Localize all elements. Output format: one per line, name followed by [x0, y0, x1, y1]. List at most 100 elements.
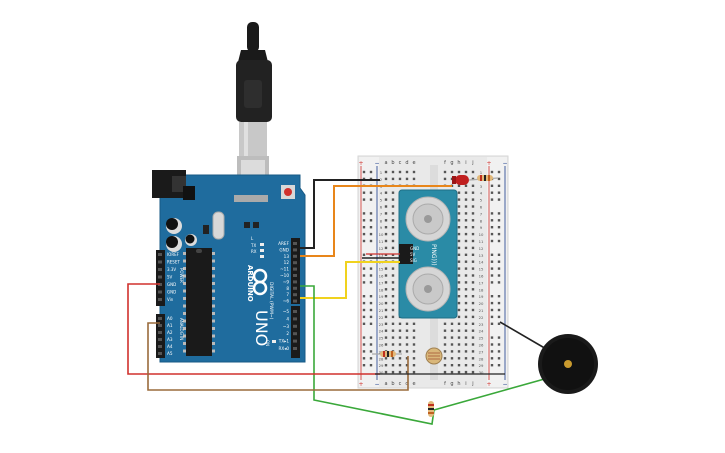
digital-pin-label: AREF	[278, 241, 289, 246]
column-letter: g	[450, 381, 453, 387]
row-number: 5	[480, 198, 483, 203]
analog-pin-label: A2	[167, 330, 173, 335]
row-number: 19	[479, 294, 484, 299]
rail-minus-label-top-right: −	[502, 160, 507, 167]
row-number: 23	[479, 322, 484, 327]
analog-pin-hole	[158, 331, 162, 334]
column-letter: d	[405, 381, 408, 387]
row-number: 11	[379, 239, 384, 244]
rail-plus-label-top-left: +	[358, 160, 363, 167]
power-pin-hole	[158, 260, 162, 264]
column-letter: e	[412, 381, 415, 387]
row-number: 9	[480, 225, 483, 230]
row-number: 8	[380, 218, 383, 223]
column-letter: g	[450, 160, 453, 166]
digital-pin-label: ~10	[280, 273, 289, 278]
row-number: 10	[479, 232, 484, 237]
digital-pin-hole	[293, 261, 297, 265]
digital-pin-hole	[293, 267, 297, 271]
digital-pin-label: 2	[286, 331, 289, 336]
digital-pin-hole	[293, 310, 297, 313]
brand-label: ARDUINO	[246, 265, 254, 302]
column-letter: a	[384, 160, 387, 166]
analog-pin-label: A5	[167, 351, 173, 356]
digital-pin-label: ~11	[280, 267, 289, 272]
row-number: 30	[379, 370, 384, 375]
row-number: 12	[479, 246, 484, 251]
analog-pin-label: A3	[167, 337, 173, 342]
row-number: 28	[479, 356, 484, 361]
digital-pin-hole	[293, 248, 297, 252]
digital-header-label: DIGITAL (PWM~)	[268, 282, 274, 320]
digital-pin-hole	[293, 324, 297, 328]
bottom-resistor	[372, 351, 402, 357]
digital-pin-hole	[293, 332, 297, 336]
digital-pin-label: 12	[284, 260, 290, 265]
piezo-buzzer	[538, 334, 598, 394]
power-pin-label: IOREF	[167, 252, 180, 257]
power-pin-hole	[158, 253, 162, 256]
wires	[127, 179, 549, 425]
row-number: 1	[480, 170, 483, 175]
row-number: 26	[379, 343, 384, 348]
column-letter: j	[471, 381, 473, 387]
column-letter: i	[465, 381, 466, 387]
photoresistor	[425, 347, 443, 365]
power-pin-hole	[158, 298, 162, 301]
row-number: 12	[379, 246, 384, 251]
usb-cable	[236, 22, 272, 198]
analog-pin-label: A1	[167, 323, 173, 328]
digital-pin-hole	[293, 317, 297, 321]
analog-pin-hole	[158, 317, 162, 320]
row-number: 18	[379, 287, 384, 292]
arduino-logo	[252, 268, 268, 296]
on-label: ON	[265, 340, 270, 346]
row-number: 2	[380, 177, 383, 182]
status-leds: TX RX L	[250, 236, 264, 258]
digital-pin-hole	[293, 280, 297, 284]
rail-minus-label-bottom-right: −	[502, 381, 507, 388]
buzzer-resistor	[428, 401, 434, 417]
column-letter: c	[399, 381, 402, 387]
digital-pin-label: GND	[279, 247, 289, 252]
led-label-rx: RX	[251, 249, 257, 254]
row-number: 25	[479, 336, 484, 341]
row-number: 13	[479, 253, 484, 258]
row-number: 28	[379, 356, 384, 361]
row-number: 4	[380, 191, 383, 196]
row-number: 11	[479, 239, 484, 244]
digital-pin-label: 8	[286, 286, 289, 291]
column-letter: c	[399, 160, 402, 166]
row-number: 26	[479, 343, 484, 348]
ultrasonic-sensor: PING))) GND 5V SIG	[398, 189, 458, 319]
row-number: 22	[379, 315, 384, 320]
sensor-pin-5v: 5V	[410, 252, 416, 257]
digital-pin-hole	[293, 286, 297, 290]
atmega-chip	[183, 248, 215, 356]
power-pin-label: Vin	[167, 297, 174, 302]
wire-black-gnd	[300, 179, 380, 249]
row-number: 16	[379, 274, 384, 279]
power-pin-label: GND	[167, 290, 176, 295]
digital-pin-hole	[293, 339, 297, 343]
row-number: 29	[479, 363, 484, 368]
digital-pin-label: ~5	[283, 309, 290, 314]
rail-plus-label-top-right: +	[486, 160, 491, 167]
power-pin-label: GND	[167, 282, 176, 287]
power-pin-hole	[158, 290, 162, 294]
row-number: 20	[379, 301, 384, 306]
analog-pin-hole	[158, 324, 162, 327]
digital-pin-label: ~3	[283, 324, 290, 329]
row-number: 20	[479, 301, 484, 306]
column-letter: h	[457, 160, 460, 166]
digital-pin-label: 7	[286, 292, 289, 297]
row-number: 7	[480, 211, 483, 216]
power-pin-hole	[158, 275, 162, 279]
row-number: 30	[479, 370, 484, 375]
wire-brown	[147, 322, 409, 391]
analog-pin-hole	[158, 352, 162, 355]
wire-yellow	[300, 261, 400, 299]
row-number: 18	[479, 287, 484, 292]
